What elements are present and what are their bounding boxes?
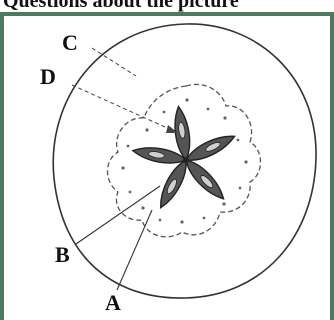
carpel [155,157,192,211]
leader-line-c [92,48,136,76]
label-d: D [40,64,56,89]
label-c: C [62,30,78,55]
carpel [183,130,237,166]
leader-line-a [117,210,152,290]
leader-line-d [72,85,176,132]
core-center [183,157,189,163]
leader-line-b [76,186,160,244]
label-a: A [105,290,121,315]
label-b: B [55,242,70,267]
carpel [181,155,228,203]
